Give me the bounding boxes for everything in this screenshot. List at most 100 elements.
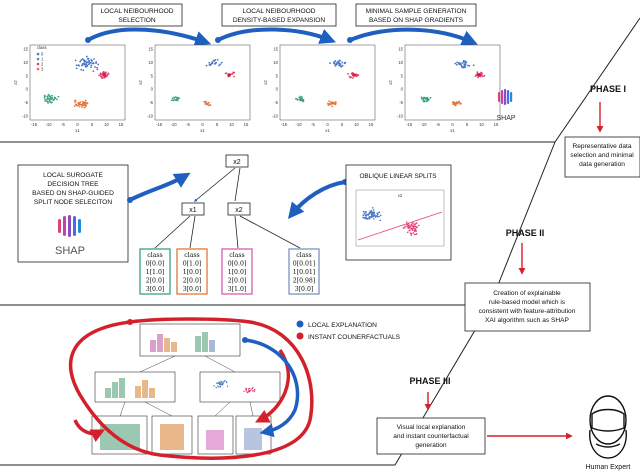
scatter-frame: [154, 44, 251, 121]
scatter-point: [51, 97, 54, 99]
scatter-point: [88, 61, 90, 64]
node-left-label: x1: [189, 207, 197, 214]
y-tick-label: 15: [148, 47, 153, 52]
leaf-line: class: [229, 252, 244, 259]
scatter-point: [46, 96, 49, 99]
oblique-point: [416, 226, 418, 229]
scatter-point: [47, 93, 50, 96]
x-tick-label: 5: [216, 122, 219, 127]
scatter-point: [74, 59, 77, 62]
oblique-point: [376, 215, 378, 217]
scatter-point: [86, 58, 89, 60]
scatter-point: [301, 98, 304, 101]
oblique-point: [410, 227, 412, 230]
scatter-point: [81, 106, 83, 108]
oblique-point: [406, 226, 409, 228]
scatter-point: [205, 64, 208, 67]
y-tick-label: 5: [26, 73, 29, 78]
oblique-point: [412, 232, 415, 234]
scatter-point: [333, 62, 336, 65]
label-c-line1: MINIMAL SAMPLE GENERATION: [366, 8, 467, 15]
scatter-point: [56, 98, 58, 101]
bottom-panel: LOCAL EXPLANATION INSTANT COUNERFACTUALS: [68, 317, 401, 460]
leaf-line: 0[0.01]: [293, 261, 316, 268]
scatter-point: [79, 101, 82, 104]
oblique-point: [365, 211, 367, 213]
target-point: [352, 73, 356, 77]
bottom-point: [245, 390, 248, 392]
legend-item-0: 0: [41, 52, 44, 57]
leaf-line: 1[0.01]: [293, 269, 316, 276]
x-tick-label: -10: [170, 122, 177, 127]
scatter-point: [203, 100, 205, 103]
x-tick-label: -5: [436, 122, 440, 127]
scatter-point: [458, 100, 461, 103]
scatter-point: [74, 101, 76, 103]
label-minimal-sample: MINIMAL SAMPLE GENERATION BASED ON SHAP …: [355, 3, 477, 27]
scatter-point: [84, 101, 87, 104]
bottom-point: [249, 389, 252, 392]
tree-nodes: x2 x1 x2: [181, 154, 251, 216]
tree-edges: [154, 167, 301, 249]
scatter-frame: [279, 44, 376, 121]
scatter-point: [350, 76, 353, 79]
x-tick-label: -15: [156, 122, 163, 127]
scatter-legend: class 0 1 2 3: [36, 45, 47, 72]
scatter-point: [454, 104, 457, 107]
legend-instant-dot: [296, 332, 304, 340]
scatter-point: [170, 99, 173, 102]
scatter-point: [175, 97, 178, 100]
scatter-point: [299, 97, 302, 100]
oblique-point: [365, 216, 368, 219]
tree-text-line3: BASED ON SHAP-GUIDED: [32, 190, 114, 197]
scatter-point: [90, 64, 93, 67]
hist-left: [105, 378, 155, 398]
scatter-point: [464, 61, 467, 64]
scatter-point: [207, 104, 210, 107]
scatter-point: [329, 62, 331, 65]
box2-line1: Creation of explainable: [493, 290, 561, 297]
bottom-point: [217, 385, 219, 387]
section-dividers: [0, 17, 640, 466]
scatter-point: [174, 99, 177, 102]
oblique-point: [379, 219, 382, 222]
scatter-frame: [29, 44, 126, 121]
scatter-point: [84, 99, 87, 102]
scatter-point: [93, 58, 95, 60]
scatter-point: [90, 58, 93, 61]
box1-line2: selection and minimal: [570, 152, 634, 159]
scatter-point: [96, 66, 98, 69]
label-c-line2: BASED ON SHAP GRADIENTS: [369, 17, 464, 24]
leaf-line: 1[1.0]: [146, 269, 165, 276]
scatter-point: [472, 64, 475, 67]
bottom-point: [220, 383, 223, 386]
scatter-point: [294, 97, 297, 100]
scatter-point: [75, 64, 78, 67]
oblique-point: [412, 222, 414, 224]
scatter-point: [44, 99, 47, 102]
y-tick-label: 0: [276, 87, 279, 92]
box3-line1: Visual local explanation: [397, 424, 466, 431]
scatter-point: [47, 101, 49, 104]
scatter-point: [105, 75, 108, 78]
oblique-split-line: [357, 211, 443, 241]
scatter-point: [459, 62, 461, 65]
leaf-line: 3[0.0]: [146, 286, 165, 293]
scatter-point: [483, 74, 486, 77]
shap-text-top: SHAP: [496, 115, 515, 122]
bottom-point: [243, 390, 245, 393]
oblique-title: OBLIQUE LINEAR SPLITS: [359, 173, 436, 180]
leaf-line: class: [184, 252, 199, 259]
scatter-point: [211, 62, 214, 64]
scatter-point: [451, 101, 454, 104]
oblique-point: [364, 217, 366, 220]
oblique-points: [362, 207, 420, 236]
x-axis-label: x1: [75, 128, 80, 133]
scatter-point: [334, 103, 337, 106]
node-right-label: x2: [235, 207, 243, 214]
bottom-point: [245, 387, 247, 390]
